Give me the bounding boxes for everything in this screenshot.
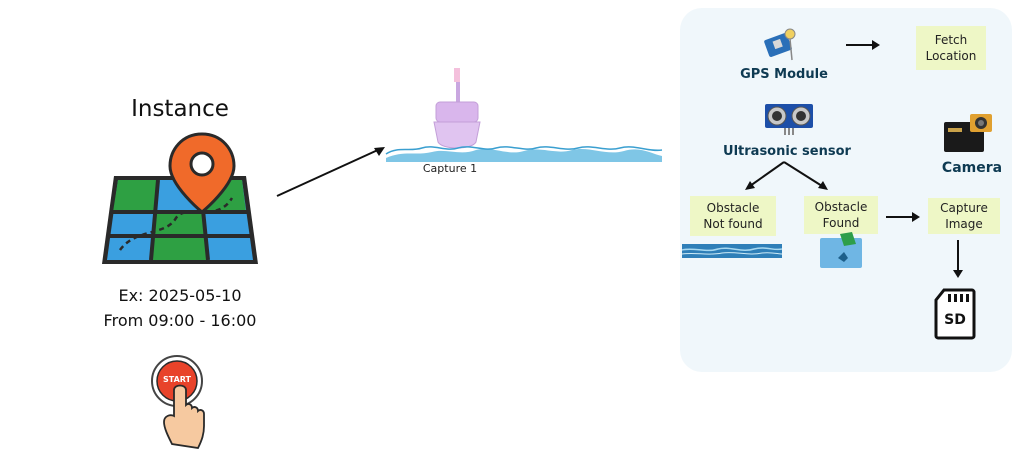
instance-title: Instance [131,96,229,122]
gps-module-label: GPS Module [740,67,828,82]
buoy-on-water-icon [385,68,663,162]
obstacle-found-line1: Obstacle [814,200,868,214]
arrow-gps-to-fetch [846,40,880,50]
open-water-icon [682,244,782,258]
capture-image-line1: Capture [940,201,988,215]
start-button[interactable]: START [150,354,208,454]
camera-label: Camera [941,160,1003,176]
ultrasonic-sensor-icon [765,104,813,135]
arrow-found-to-capture [886,212,920,222]
start-button-hand-icon [151,355,205,449]
obstacle-in-water-icon [820,232,862,268]
start-label: START [162,375,192,384]
fetch-location-line1: Fetch [934,33,968,47]
sd-label: SD [944,312,966,328]
buoy-caption: Capture 1 [422,162,478,175]
obstacle-not-found-line2: Not found [703,217,763,231]
gps-module-icon [764,28,796,61]
arrow-capture-to-sd [953,240,963,278]
fetch-location-line2: Location [925,49,977,63]
fetch-location-box: Fetch Location [916,26,986,70]
map-pin-icon [102,132,258,264]
camera-icon [944,114,992,152]
capture-image-line2: Image [945,217,983,231]
capture-image-box: Capture Image [928,198,1000,234]
obstacle-not-found-box: Obstacle Not found [690,196,776,236]
obstacle-found-box: Obstacle Found [804,196,878,234]
ultrasonic-sensor-label: Ultrasonic sensor [723,144,851,159]
obstacle-not-found-line1: Obstacle [706,201,760,215]
instance-time-range: From 09:00 - 16:00 [103,311,257,330]
instance-date: Ex: 2025-05-10 [118,286,242,305]
arrow-instance-to-buoy [276,147,385,197]
arrow-ultrasonic-branches [745,161,828,190]
obstacle-found-line2: Found [822,216,860,230]
sd-card-icon: SD [934,288,976,340]
